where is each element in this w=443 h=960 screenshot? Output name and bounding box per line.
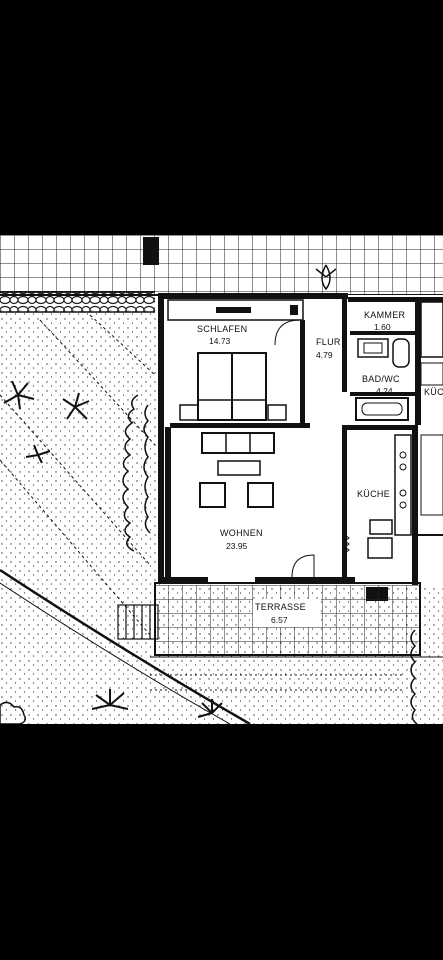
bush bbox=[0, 701, 27, 725]
post bbox=[143, 237, 159, 265]
room-name: BAD/WC bbox=[362, 374, 400, 384]
room-name: TERRASSE bbox=[255, 602, 306, 612]
room-area: 4.24 bbox=[376, 386, 393, 396]
room-name: WOHNEN bbox=[220, 528, 263, 538]
room-name: SCHLAFEN bbox=[197, 324, 247, 334]
garden-path-lines bbox=[0, 314, 156, 636]
top-paving-grid bbox=[0, 235, 443, 295]
room-area: 6.57 bbox=[271, 615, 288, 625]
sofa bbox=[201, 432, 275, 454]
room-label-terrasse: TERRASSE 6.57 bbox=[253, 599, 321, 627]
compass-icon bbox=[315, 264, 337, 291]
room-name: KAMMER bbox=[364, 310, 406, 320]
stone-border bbox=[0, 292, 155, 312]
room-area: 1.60 bbox=[374, 322, 391, 332]
room-label-wohnen: WOHNEN 23.95 bbox=[220, 528, 263, 551]
room-area: 14.73 bbox=[209, 336, 231, 346]
room-area: 23.95 bbox=[226, 541, 248, 551]
room-label-bad: BAD/WC 4.24 bbox=[362, 374, 400, 396]
plant-icon bbox=[3, 380, 223, 718]
room-label-flur: FLUR 4.79 bbox=[316, 337, 341, 360]
room-label-neighbor: KÜC bbox=[424, 387, 443, 397]
room-label-schlafen: SCHLAFEN 14.73 bbox=[197, 324, 247, 346]
room-name: FLUR bbox=[316, 337, 341, 347]
building bbox=[158, 293, 443, 601]
room-area: 4.79 bbox=[316, 350, 333, 360]
terrace-steps bbox=[117, 604, 159, 640]
floor-plan-drawing: SCHLAFEN 14.73 FLUR 4.79 KAMMER 1.60 BAD… bbox=[0, 235, 443, 726]
room-label-kammer: KAMMER 1.60 bbox=[364, 310, 406, 332]
room-label-kueche: KÜCHE bbox=[357, 489, 390, 499]
room-name: KÜC bbox=[424, 387, 443, 397]
room-name: KÜCHE bbox=[357, 489, 390, 499]
